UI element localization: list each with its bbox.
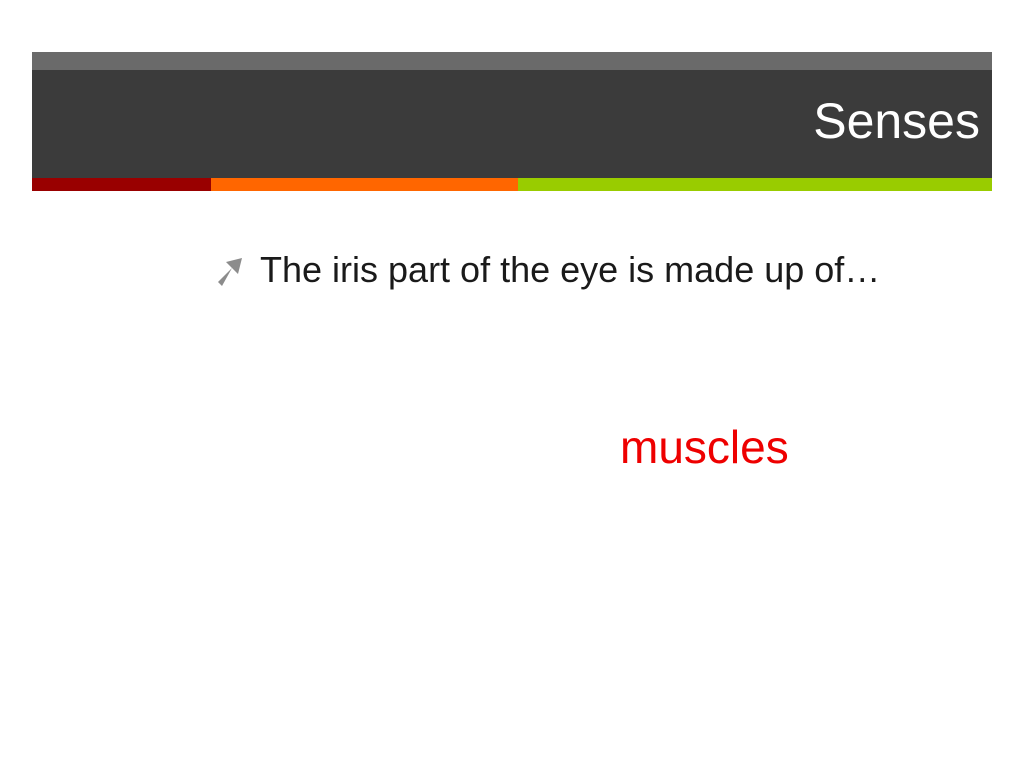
arrow-up-right-icon	[212, 252, 248, 288]
accent-segment-red	[32, 178, 211, 191]
title-band: Senses	[32, 52, 992, 178]
title-band-top-strip	[32, 52, 992, 70]
accent-bar	[32, 178, 992, 191]
accent-segment-orange	[211, 178, 518, 191]
bullet-text: The iris part of the eye is made up of…	[260, 249, 881, 290]
slide-title: Senses	[813, 93, 980, 149]
accent-segment-green	[518, 178, 992, 191]
bullet-item: The iris part of the eye is made up of…	[212, 252, 880, 288]
answer-text: muscles	[620, 421, 789, 473]
